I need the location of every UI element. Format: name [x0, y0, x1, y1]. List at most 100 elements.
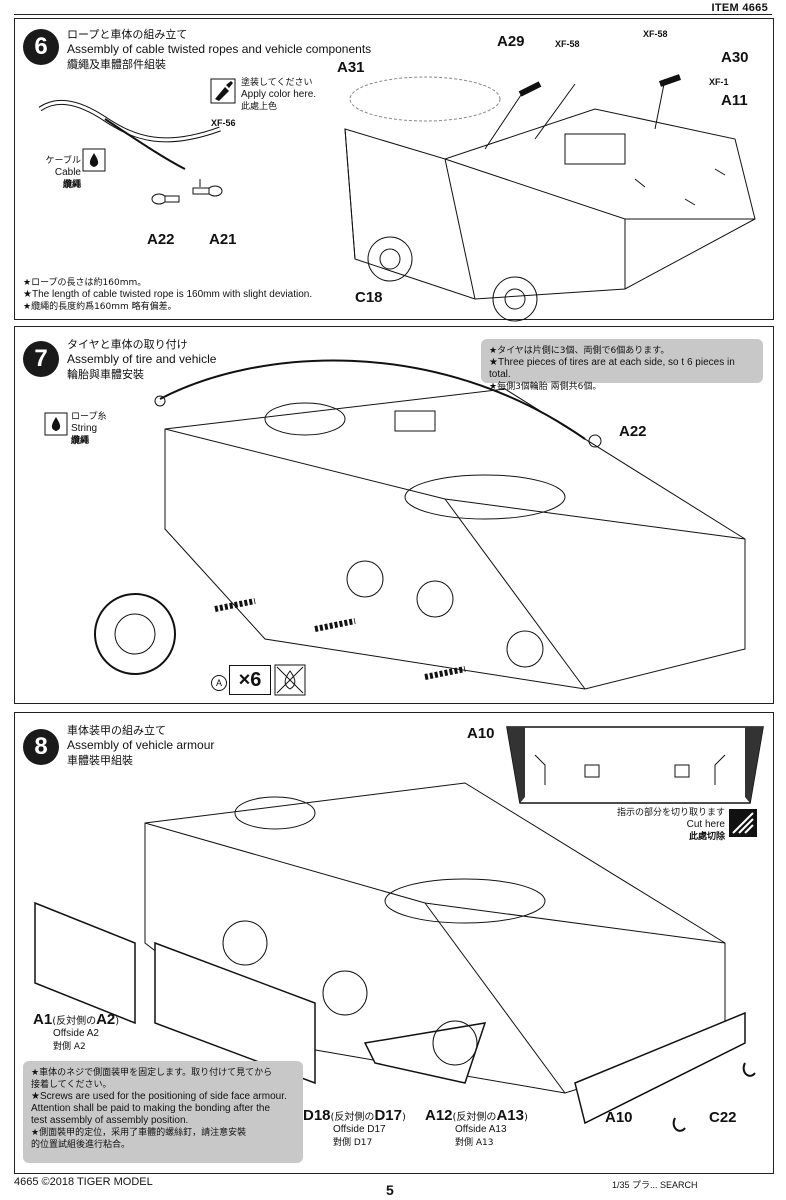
part-label-a22-step6: A22	[147, 231, 175, 248]
step7-title: タイヤと車体の取り付け Assembly of tire and vehicle…	[67, 337, 216, 382]
step7-info: ★タイヤは片側に3個、両側で6個あります。 ★Three pieces of t…	[489, 345, 755, 393]
step6-cable-zh: 纜繩	[62, 180, 81, 190]
step6-title-zh: 纜繩及車體部件組裝	[67, 58, 166, 71]
cut-en: Cut here	[686, 819, 725, 830]
glue-icon	[82, 148, 106, 172]
paint-code-xf58-a: XF-58	[555, 39, 580, 49]
label-d18-close: )	[401, 1112, 406, 1123]
step6-paint-zh: 此處上色	[241, 102, 278, 112]
inset-label-a10: A10	[467, 725, 495, 742]
step7-panel: 7 タイヤと車体の取り付け Assembly of tire and vehic…	[14, 326, 774, 704]
step7-info-en: ★Three pieces of tires are at each side,…	[489, 357, 735, 380]
part-label-a29: A29	[497, 33, 525, 50]
label-a10: A10	[605, 1109, 633, 1126]
step6-paint-code: XF-56	[211, 118, 236, 128]
step7-string-zh: 纜繩	[71, 436, 90, 446]
step8-title: 車体装甲の組み立て Assembly of vehicle armour 車體裝…	[67, 723, 214, 768]
step6-paint-ja: 塗装してください	[241, 78, 313, 88]
step8-note-4: Attention shall be paid to making the bo…	[31, 1103, 271, 1114]
step7-info-box: ★タイヤは片側に3個、両側で6個あります。 ★Three pieces of t…	[481, 339, 763, 392]
step6-note-zh: ★纜繩的長度約爲160mm 略有偏差。	[23, 302, 177, 312]
step6-number: 6	[23, 29, 59, 65]
step8-note-box: ★車体のネジで側面装甲を固定します。取り付けて見てから 接着してください。 ★S…	[23, 1061, 303, 1163]
label-d18-en: Offside D17	[333, 1124, 386, 1135]
label-a12-zh: 對側 A13	[455, 1138, 494, 1148]
part-label-a11: A11	[721, 92, 748, 109]
cable-drawing	[38, 99, 221, 170]
label-a12-close: )	[523, 1112, 528, 1123]
step8-note-5: test assembly of assembly position.	[31, 1115, 189, 1126]
a10-inset-drawing	[506, 726, 764, 804]
label-a12: A12	[425, 1107, 453, 1124]
step8-title-zh: 車體裝甲組裝	[67, 754, 133, 767]
cut-ja: 指示の部分を切り取ります	[616, 808, 725, 818]
label-a12-paren: (反対側の	[452, 1112, 497, 1123]
wheel-marker: A	[211, 675, 227, 691]
label-a1-close: )	[115, 1016, 120, 1027]
label-c22: C22	[709, 1109, 737, 1126]
step8-number: 8	[23, 729, 59, 765]
step7-title-ja: タイヤと車体の取り付け	[67, 338, 188, 351]
cut-icon	[729, 809, 757, 837]
step7-title-zh: 輪胎與車體安裝	[67, 368, 144, 381]
multiplier-box: ×6	[229, 665, 271, 695]
label-d18-group: D18(反対側のD17) Offside D17 對側 D17	[303, 1107, 406, 1148]
step8-title-en: Assembly of vehicle armour	[67, 738, 215, 752]
label-d18-zh: 對側 D17	[333, 1138, 373, 1148]
label-a12-en: Offside A13	[455, 1124, 507, 1135]
label-d18: D18	[303, 1107, 331, 1124]
step7-string-en: String	[71, 423, 98, 434]
step6-cable-ja: ケーブル	[45, 156, 81, 166]
hull-drawing-step8	[34, 782, 756, 1132]
label-a1-paren: (反対側の	[52, 1016, 97, 1027]
step7-string-label: ロープ糸 String 纜繩	[71, 411, 106, 447]
step6-note-en: ★The length of cable twisted rope is 160…	[23, 289, 313, 300]
hull-drawing-step7	[94, 359, 746, 690]
label-d18-alt: D17	[374, 1107, 402, 1124]
part-label-a21: A21	[209, 231, 237, 248]
step8-note-7: 的位置試組後進行粘合。	[31, 1140, 131, 1150]
cut-zh: 此處切除	[688, 832, 725, 842]
paint-code-xf58-b: XF-58	[643, 29, 668, 39]
step8-note-2: 接着してください。	[31, 1080, 112, 1090]
label-a1-group: A1(反対側のA2) Offside A2 對側 A2	[33, 1011, 119, 1052]
part-label-a30: A30	[721, 49, 749, 66]
cable-ends-drawing	[151, 179, 223, 205]
step6-paint-note: 塗装してください Apply color here. 此處上色	[241, 77, 316, 113]
top-rule	[14, 14, 772, 15]
step6-title: ロープと車体の組み立て Assembly of cable twisted ro…	[67, 27, 371, 72]
step6-paint-en: Apply color here.	[241, 89, 317, 100]
label-d18-paren: (反対側の	[330, 1112, 375, 1123]
step6-note-ja: ★ロープの長さは約160mm。	[23, 278, 147, 288]
step7-string-ja: ロープ糸	[71, 412, 107, 422]
step8-panel: 8 車体装甲の組み立て Assembly of vehicle armour 車…	[14, 712, 774, 1174]
step6-panel: 6 ロープと車体の組み立て Assembly of cable twisted …	[14, 18, 774, 322]
cut-instruction: 指示の部分を切り取ります Cut here 此處切除	[605, 807, 725, 843]
label-a1: A1	[33, 1011, 53, 1028]
step6-title-en: Assembly of cable twisted ropes and vehi…	[67, 42, 372, 56]
paint-code-xf1: XF-1	[709, 77, 729, 87]
part-label-c18: C18	[355, 289, 383, 306]
label-a1-zh: 對側 A2	[53, 1042, 86, 1052]
page-number: 5	[386, 1182, 394, 1198]
glue-icon-step7	[44, 412, 68, 436]
step8-title-ja: 車体装甲の組み立て	[67, 724, 166, 737]
label-a1-alt: A2	[96, 1011, 116, 1028]
part-label-a31: A31	[337, 59, 365, 76]
step7-number: 7	[23, 341, 59, 377]
step6-cable-label: ケーブル Cable 纜繩	[39, 155, 81, 191]
step6-title-ja: ロープと車体の組み立て	[67, 28, 188, 41]
label-a1-en: Offside A2	[53, 1028, 99, 1039]
step8-note-3: ★Screws are used for the positioning of …	[31, 1091, 287, 1102]
step7-info-ja: ★タイヤは片側に3個、両側で6個あります。	[489, 346, 670, 356]
hull-drawing-step6	[344, 74, 756, 322]
step8-notes: ★車体のネジで側面装甲を固定します。取り付けて見てから 接着してください。 ★S…	[31, 1067, 295, 1151]
footer-right: 1/35 プラ... SEARCH	[612, 1180, 698, 1190]
step7-title-en: Assembly of tire and vehicle	[67, 352, 217, 366]
part-label-a22-step7: A22	[619, 423, 647, 440]
label-a12-alt: A13	[496, 1107, 524, 1124]
step7-info-zh: ★每側3個輪胎 兩側共6個。	[489, 382, 602, 392]
footer-left: 4665 ©2018 TIGER MODEL	[14, 1176, 153, 1188]
no-glue-icon	[274, 664, 306, 696]
item-code: ITEM 4665	[711, 2, 768, 14]
